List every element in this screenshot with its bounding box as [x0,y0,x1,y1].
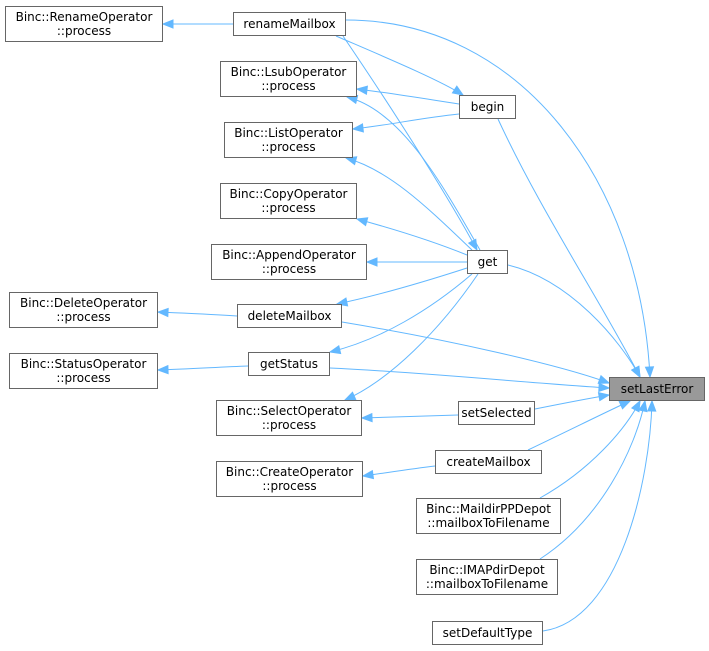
node-label: Binc::ListOperator [234,126,343,140]
edge-11 [336,267,468,305]
edge-8 [345,157,473,251]
node-deletemb[interactable]: deleteMailbox [237,304,342,328]
node-label: get [477,255,498,269]
edge-2 [335,35,464,96]
node-label: getStatus [260,357,318,371]
node-get[interactable]: get [467,250,508,274]
edge-arrowhead-16 [597,374,611,384]
edge-12 [329,273,473,353]
node-begin[interactable]: begin [459,95,516,119]
node-label: ::mailboxToFilename [425,577,549,591]
edge-5 [352,113,460,130]
edge-arrowhead-14 [630,365,641,379]
node-setselected[interactable]: setSelected [458,401,535,425]
node-setdeftype[interactable]: setDefaultType [432,621,543,645]
edge-arrowhead-25 [646,399,657,412]
node-label: Binc::DeleteOperator [20,296,147,310]
node-label: renameMailbox [243,17,336,31]
edge-arrowhead-10 [365,257,378,267]
node-setlasterr[interactable]: setLastError [609,377,705,401]
edge-arrowhead-4 [355,85,368,95]
edge-arrowhead-18 [598,382,611,393]
node-renameop[interactable]: Binc::RenameOperator::process [5,6,163,42]
node-label: Binc::StatusOperator [20,357,147,371]
node-label: Binc::MaildirPPDepot [426,502,551,516]
node-label: begin [470,100,505,114]
edge-arrowhead-11 [335,297,349,307]
edge-20 [534,394,610,410]
edge-arrowhead-21 [361,469,375,480]
edge-arrowhead-5 [351,123,364,133]
node-statusop[interactable]: Binc::StatusOperator::process [9,353,158,389]
node-label: ::process [261,140,316,154]
edge-23 [539,400,641,499]
node-imapdir[interactable]: Binc::IMAPdirDepot::mailboxToFilename [416,559,558,595]
node-label: createMailbox [446,455,531,469]
edge-arrowhead-1 [644,366,655,379]
node-label: ::process [56,371,111,385]
node-maildirpp[interactable]: Binc::MaildirPPDepot::mailboxToFilename [416,498,561,534]
node-label: ::process [56,24,112,38]
edge-arrowhead-2 [451,85,465,96]
node-label: Binc::CreateOperator [225,465,354,479]
edge-25 [542,400,653,632]
node-lsubop[interactable]: Binc::LsubOperator::process [220,61,357,97]
node-label: Binc::SelectOperator [226,404,352,418]
node-label: ::process [262,479,317,493]
node-createmb[interactable]: createMailbox [435,450,542,474]
edge-21 [362,465,436,477]
node-label: Binc::LsubOperator [230,65,347,79]
node-appendop[interactable]: Binc::AppendOperator::process [211,244,367,280]
edge-arrowhead-23 [630,399,641,413]
edge-arrowhead-20 [597,392,611,402]
edge-15 [157,311,238,317]
node-label: ::process [261,201,316,215]
edge-arrowhead-19 [360,412,373,423]
edge-19 [361,414,459,419]
node-label: ::process [56,310,111,324]
node-renamemb[interactable]: renameMailbox [233,12,346,36]
node-copyop[interactable]: Binc::CopyOperator::process [220,183,357,219]
node-label: Binc::AppendOperator [222,248,356,262]
node-label: setDefaultType [442,626,533,640]
node-getstatus[interactable]: getStatus [248,352,330,376]
edge-24 [539,400,646,560]
edge-arrowhead-0 [161,19,174,29]
edge-13 [344,273,479,401]
edge-arrowhead-17 [156,364,169,375]
node-label: ::mailboxToFilename [427,516,550,530]
edge-9 [356,218,468,256]
node-label: ::process [261,262,317,276]
edge-arrowhead-13 [343,391,357,401]
edge-arrowhead-24 [638,399,648,413]
node-label: ::process [261,79,316,93]
edge-1 [345,19,651,378]
node-label: deleteMailbox [247,309,332,323]
edge-arrowhead-15 [156,307,169,318]
node-createop[interactable]: Binc::CreateOperator::process [216,461,363,497]
edge-16 [341,321,610,384]
node-label: setLastError [620,382,694,396]
node-label: ::process [261,418,317,432]
edge-17 [157,365,249,371]
node-label: Binc::CopyOperator [229,187,348,201]
edge-6 [497,118,641,378]
node-deleteop[interactable]: Binc::DeleteOperator::process [9,292,158,328]
edge-arrowhead-12 [328,344,342,355]
node-listop[interactable]: Binc::ListOperator::process [224,122,353,158]
node-label: Binc::RenameOperator [15,10,153,24]
edge-22 [527,400,631,451]
node-label: setSelected [461,406,532,420]
edge-14 [507,264,641,378]
edge-arrowhead-22 [618,400,632,410]
edge-arrowhead-9 [355,217,369,227]
node-selectop[interactable]: Binc::SelectOperator::process [216,400,362,436]
edge-7 [346,96,481,251]
node-label: Binc::IMAPdirDepot [429,563,545,577]
edge-4 [356,88,460,105]
edge-18 [329,367,610,389]
